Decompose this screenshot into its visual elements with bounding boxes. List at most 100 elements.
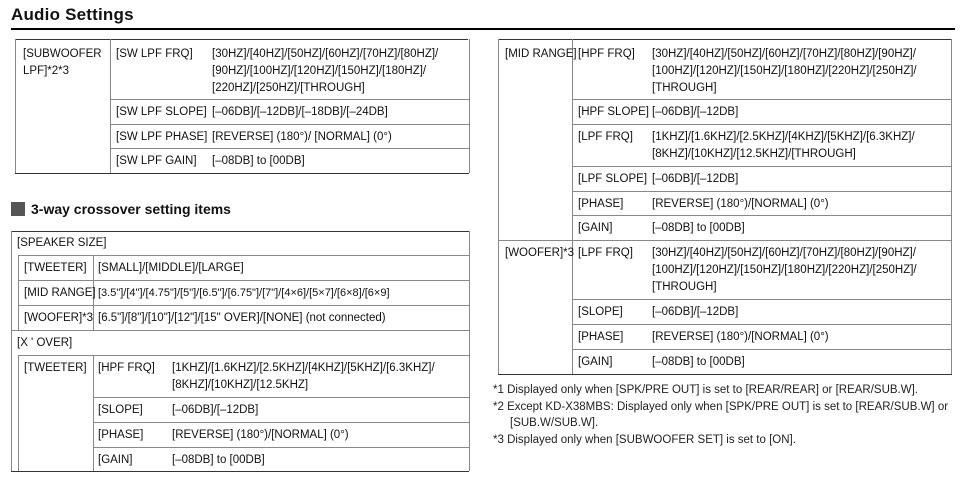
table-border	[110, 148, 469, 149]
setting-item: [LPF FRQ]	[578, 247, 633, 259]
xover-group: [TWEETER]	[24, 362, 87, 374]
table-border	[469, 39, 470, 173]
setting-values: [–08DB] to [00DB]	[172, 454, 265, 466]
group-label: [SUBWOOFER LPF]*2*3	[23, 46, 102, 80]
value-line: [220HZ]/[250HZ]/[THROUGH]	[212, 82, 365, 94]
setting-item: [GAIN]	[578, 356, 613, 368]
table-border	[498, 240, 951, 241]
table-border	[572, 191, 951, 192]
setting-values: [–06DB]/[–12DB]	[172, 404, 259, 416]
table-border	[93, 255, 94, 330]
setting-values: [1KHZ]/[1.6KHZ]/[2.5KHZ]/[4KHZ]/[5KHZ]/[…	[172, 360, 435, 394]
table-border	[572, 39, 573, 374]
setting-values: [30HZ]/[40HZ]/[50HZ]/[60HZ]/[70HZ]/[80HZ…	[652, 245, 917, 296]
page-title: Audio Settings	[11, 5, 134, 24]
setting-item: [HPF FRQ]	[578, 48, 635, 60]
setting-values: [30HZ]/[40HZ]/[50HZ]/[60HZ]/[70HZ]/[80HZ…	[652, 46, 917, 97]
table-border	[93, 397, 469, 398]
table-border	[498, 39, 499, 374]
table-border	[93, 355, 94, 471]
table-border	[18, 355, 19, 471]
value-line: [100HZ]/[120HZ]/[150HZ]/[180HZ]/[220HZ]/…	[652, 65, 917, 77]
value-line: [30HZ]/[40HZ]/[50HZ]/[60HZ]/[70HZ]/[80HZ…	[652, 48, 916, 60]
setting-values: [–08DB] to [00DB]	[652, 356, 745, 368]
speaker-item: [MID RANGE]	[24, 287, 96, 299]
setting-item: [SLOPE]	[98, 404, 143, 416]
setting-item: [PHASE]	[578, 331, 624, 343]
section-heading: 3-way crossover setting items	[11, 201, 231, 217]
table-border	[572, 99, 951, 100]
table-border	[572, 324, 951, 325]
table-border	[18, 255, 19, 330]
table-border	[15, 173, 469, 174]
table-border	[11, 330, 469, 331]
value-line: [100HZ]/[120HZ]/[150HZ]/[180HZ]/[220HZ]/…	[652, 264, 917, 276]
setting-values: [–06DB]/[–12DB]	[652, 106, 739, 118]
group-label: [WOOFER]*3	[505, 247, 575, 259]
speaker-size-label: [SPEAKER SIZE]	[17, 237, 107, 249]
group-label-line: LPF]*2*3	[23, 65, 70, 77]
setting-item: [PHASE]	[98, 429, 144, 441]
speaker-item: [WOOFER]*3	[24, 312, 94, 324]
footnote: *1 Displayed only when [SPK/PRE OUT] is …	[493, 384, 918, 396]
value-line: [90HZ]/[100HZ]/[120HZ]/[150HZ]/[180HZ]/	[212, 65, 427, 77]
setting-values: [–08DB] to [00DB]	[212, 155, 305, 167]
table-border	[93, 422, 469, 423]
table-border	[110, 124, 469, 125]
setting-item: [SW LPF GAIN]	[116, 155, 197, 167]
setting-values: [REVERSE] (180°)/[NORMAL] (0°)	[652, 198, 829, 210]
title-divider	[11, 28, 955, 30]
table-border	[572, 124, 951, 125]
table-border	[110, 99, 469, 100]
value-line: [1KHZ]/[1.6KHZ]/[2.5KHZ]/[4KHZ]/[5KHZ]/[…	[652, 131, 915, 143]
setting-item: [HPF FRQ]	[98, 362, 155, 374]
setting-values: [1KHZ]/[1.6KHZ]/[2.5KHZ]/[4KHZ]/[5KHZ]/[…	[652, 129, 915, 163]
setting-values: [–08DB] to [00DB]	[652, 222, 745, 234]
setting-values: [–06DB]/[–12DB]/[–18DB]/[–24DB]	[212, 106, 388, 118]
speaker-values: [6.5"]/[8"]/[10"]/[12"]/[15" OVER]/[NONE…	[98, 312, 386, 324]
setting-item: [SW LPF PHASE]	[116, 131, 208, 143]
table-border	[572, 299, 951, 300]
table-border	[18, 355, 469, 356]
table-border	[15, 39, 468, 40]
setting-values: [–06DB]/[–12DB]	[652, 306, 739, 318]
table-border	[11, 471, 469, 472]
footnote: [SUB.W/SUB.W].	[510, 417, 599, 429]
xover-label: [X ' OVER]	[17, 337, 73, 349]
table-border	[572, 166, 951, 167]
setting-values: [REVERSE] (180°)/ [NORMAL] (0°)	[212, 131, 392, 143]
table-border	[18, 305, 469, 306]
table-border	[11, 231, 12, 471]
speaker-values: [3.5"]/[4"]/[4.75"]/[5"]/[6.5"]/[6.75"]/…	[98, 287, 390, 299]
setting-item: [GAIN]	[578, 222, 613, 234]
table-border	[572, 349, 951, 350]
table-border	[498, 374, 952, 375]
speaker-item: [TWEETER]	[24, 262, 87, 274]
table-border	[951, 39, 952, 374]
value-line: [THROUGH]	[652, 82, 717, 94]
setting-values: [REVERSE] (180°)/[NORMAL] (0°)	[172, 429, 349, 441]
table-border	[15, 39, 16, 173]
setting-values: [REVERSE] (180°)/[NORMAL] (0°)	[652, 331, 829, 343]
value-line: [1KHZ]/[1.6KHZ]/[2.5KHZ]/[4KHZ]/[5KHZ]/[…	[172, 362, 435, 374]
table-border	[498, 39, 951, 40]
value-line: [THROUGH]	[652, 281, 717, 293]
footnote: *3 Displayed only when [SUBWOOFER SET] i…	[493, 434, 796, 446]
setting-item: [SW LPF SLOPE]	[116, 106, 207, 118]
value-line: [30HZ]/[40HZ]/[50HZ]/[60HZ]/[70HZ]/[80HZ…	[652, 247, 916, 259]
table-border	[18, 280, 469, 281]
square-bullet-icon	[11, 202, 25, 216]
table-border	[110, 39, 111, 173]
value-line: [8KHZ]/[10KHZ]/[12.5KHZ]/[THROUGH]	[652, 148, 856, 160]
value-line: [30HZ]/[40HZ]/[50HZ]/[60HZ]/[70HZ]/[80HZ…	[212, 48, 439, 60]
group-label-line: [SUBWOOFER	[23, 48, 102, 60]
section-heading-text: 3-way crossover setting items	[31, 201, 231, 217]
table-border	[572, 215, 951, 216]
setting-item: [LPF SLOPE]	[578, 173, 648, 185]
table-border	[93, 447, 469, 448]
setting-item: [HPF SLOPE]	[578, 106, 649, 118]
setting-item: [LPF FRQ]	[578, 131, 633, 143]
setting-item: [SW LPF FRQ]	[116, 48, 193, 60]
setting-values: [30HZ]/[40HZ]/[50HZ]/[60HZ]/[70HZ]/[80HZ…	[212, 46, 438, 97]
value-line: [8KHZ]/[10KHZ]/[12.5KHZ]	[172, 379, 309, 391]
